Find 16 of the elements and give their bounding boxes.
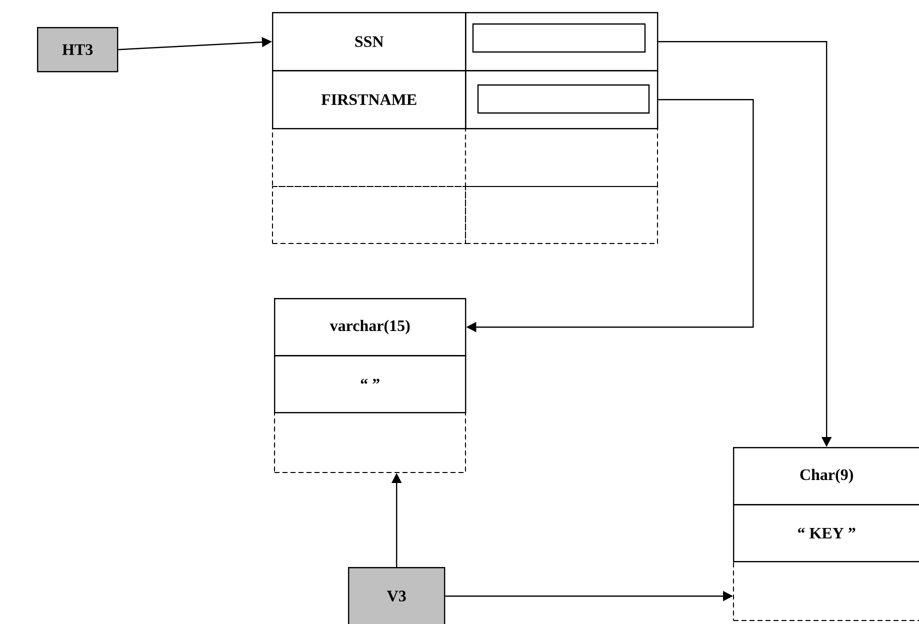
value-cell — [465, 12, 658, 72]
type-box: varchar(15) — [274, 298, 466, 356]
empty-cell — [272, 128, 466, 187]
value-box: “ ” — [274, 355, 466, 414]
field-name-cell: SSN — [272, 12, 466, 72]
field-name-cell: FIRSTNAME — [272, 70, 466, 130]
empty-cell — [465, 186, 658, 244]
pointer-box: V3 — [348, 567, 446, 624]
empty-box — [733, 561, 919, 621]
value-cell — [465, 70, 658, 130]
type-box: Char(9) — [733, 447, 919, 506]
empty-box — [274, 412, 466, 473]
empty-cell — [272, 186, 466, 244]
empty-cell — [465, 128, 658, 187]
pointer-box: HT3 — [37, 27, 118, 72]
value-box: “ KEY ” — [733, 504, 919, 562]
